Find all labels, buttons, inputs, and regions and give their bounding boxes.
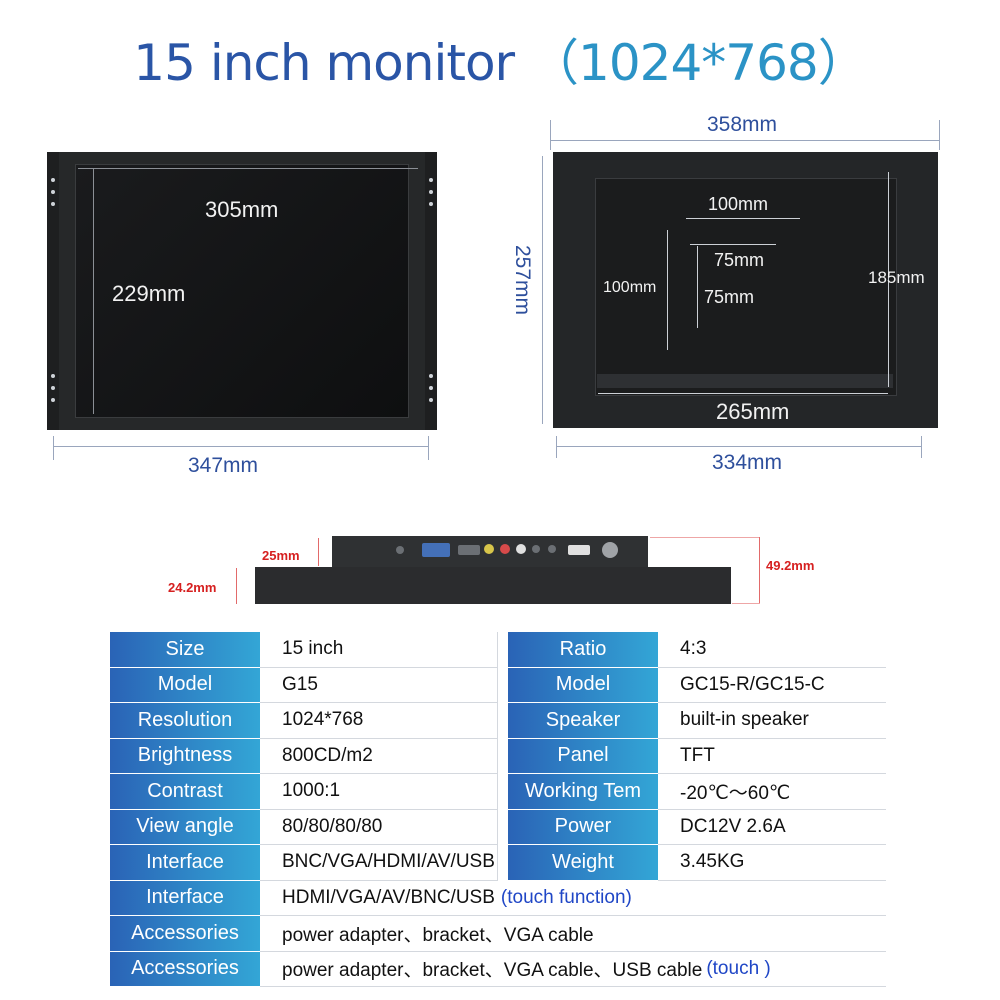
spec-value-note: (touch function) <box>500 886 632 908</box>
dim-plate-height: 185mm <box>868 268 925 287</box>
side-view-bottom <box>255 567 731 604</box>
spec-value-text: power adapter、bracket、VGA cable <box>282 924 594 946</box>
spec-key: View angle <box>110 809 260 845</box>
back-plate <box>595 178 897 396</box>
spec-value: 3.45KG <box>658 845 886 881</box>
spec-key: Resolution <box>110 703 260 739</box>
spec-key: Weight <box>508 845 658 881</box>
spec-key: Size <box>110 632 260 668</box>
dim-vesa-h1: 100mm <box>708 194 769 214</box>
table-row: Interface HDMI/VGA/AV/BNC/USB (touch fun… <box>110 880 886 916</box>
spec-value: GC15-R/GC15-C <box>658 668 886 703</box>
spec-key: Speaker <box>508 703 658 739</box>
table-row: Accessories power adapter、bracket、VGA ca… <box>110 951 886 987</box>
spec-key: Brightness <box>110 738 260 774</box>
table-row: View angle 80/80/80/80 Power DC12V 2.6A <box>110 809 886 845</box>
table-row: Size 15 inch Ratio 4:3 <box>110 632 886 668</box>
spec-value: power adapter、bracket、VGA cable、USB cabl… <box>260 952 886 987</box>
spec-value: DC12V 2.6A <box>658 810 886 845</box>
table-row: Contrast 1000:1 Working Tem -20℃～60℃ <box>110 774 886 810</box>
title-main: 15 inch monitor <box>133 34 515 92</box>
spec-value: 15 inch <box>260 632 498 668</box>
spec-value: -20℃～60℃ <box>658 774 886 810</box>
spec-value: BNC/VGA/HDMI/AV/USB <box>260 845 498 881</box>
left-bracket <box>47 152 59 430</box>
spec-key: Working Tem <box>508 774 658 810</box>
dim-back-total-width: 358mm <box>707 113 778 136</box>
spec-value: G15 <box>260 667 498 703</box>
spec-value: HDMI/VGA/AV/BNC/USB (touch function) <box>260 881 886 916</box>
dim-vesa-v2: 75mm <box>704 287 755 307</box>
spec-table: Size 15 inch Ratio 4:3 Model G15 Model G… <box>110 632 886 987</box>
table-row: Interface BNC/VGA/HDMI/AV/USB Weight 3.4… <box>110 845 886 881</box>
spec-key: Model <box>110 667 260 703</box>
spec-key: Power <box>508 809 658 845</box>
port-strip <box>597 374 893 388</box>
spec-key: Accessories <box>110 916 260 952</box>
dim-top-depth: 25mm <box>262 548 300 563</box>
spec-key: Accessories <box>110 951 260 987</box>
side-view-top <box>332 536 648 567</box>
dim-plate-width: 265mm <box>716 399 790 424</box>
spec-value: power adapter、bracket、VGA cable <box>260 916 886 952</box>
spec-key: Interface <box>110 880 260 916</box>
dim-vesa-v1: 100mm <box>603 279 657 296</box>
dim-screen-width: 305mm <box>205 197 279 222</box>
dim-front-total-width: 347mm <box>188 454 259 477</box>
spec-key: Model <box>508 667 658 703</box>
right-bracket <box>425 152 437 430</box>
table-row: Resolution 1024*768 Speaker built-in spe… <box>110 703 886 739</box>
spec-value-note: (touch ) <box>706 957 771 979</box>
spec-value: TFT <box>658 739 886 774</box>
table-row: Model G15 Model GC15-R/GC15-C <box>110 667 886 703</box>
spec-value: 1000:1 <box>260 774 498 810</box>
spec-key: Interface <box>110 845 260 881</box>
spec-value-text: power adapter、bracket、VGA cable、USB cabl… <box>282 960 703 982</box>
spec-key: Ratio <box>508 632 658 668</box>
monitor-back-image <box>553 152 938 428</box>
spec-value: 80/80/80/80 <box>260 809 498 845</box>
dim-screen-height: 229mm <box>112 281 186 306</box>
dim-vesa-h2: 75mm <box>714 250 765 270</box>
dim-back-bottom-width: 334mm <box>712 451 783 474</box>
dim-total-depth: 49.2mm <box>766 558 815 573</box>
spec-value-text: HDMI/VGA/AV/BNC/USB <box>282 886 495 908</box>
dim-bottom-depth: 24.2mm <box>168 580 217 595</box>
spec-key: Panel <box>508 738 658 774</box>
spec-value: 1024*768 <box>260 703 498 739</box>
table-row: Accessories power adapter、bracket、VGA ca… <box>110 916 886 952</box>
screen-area <box>75 164 409 418</box>
title-resolution: （1024*768） <box>529 34 868 92</box>
spec-value: 800CD/m2 <box>260 738 498 774</box>
dim-back-total-height: 257mm <box>511 245 534 316</box>
page-title: 15 inch monitor （1024*768） <box>0 28 1000 98</box>
spec-value: 4:3 <box>658 632 886 668</box>
spec-key: Contrast <box>110 774 260 810</box>
table-row: Brightness 800CD/m2 Panel TFT <box>110 738 886 774</box>
spec-value: built-in speaker <box>658 703 886 739</box>
monitor-front-image <box>47 152 437 430</box>
